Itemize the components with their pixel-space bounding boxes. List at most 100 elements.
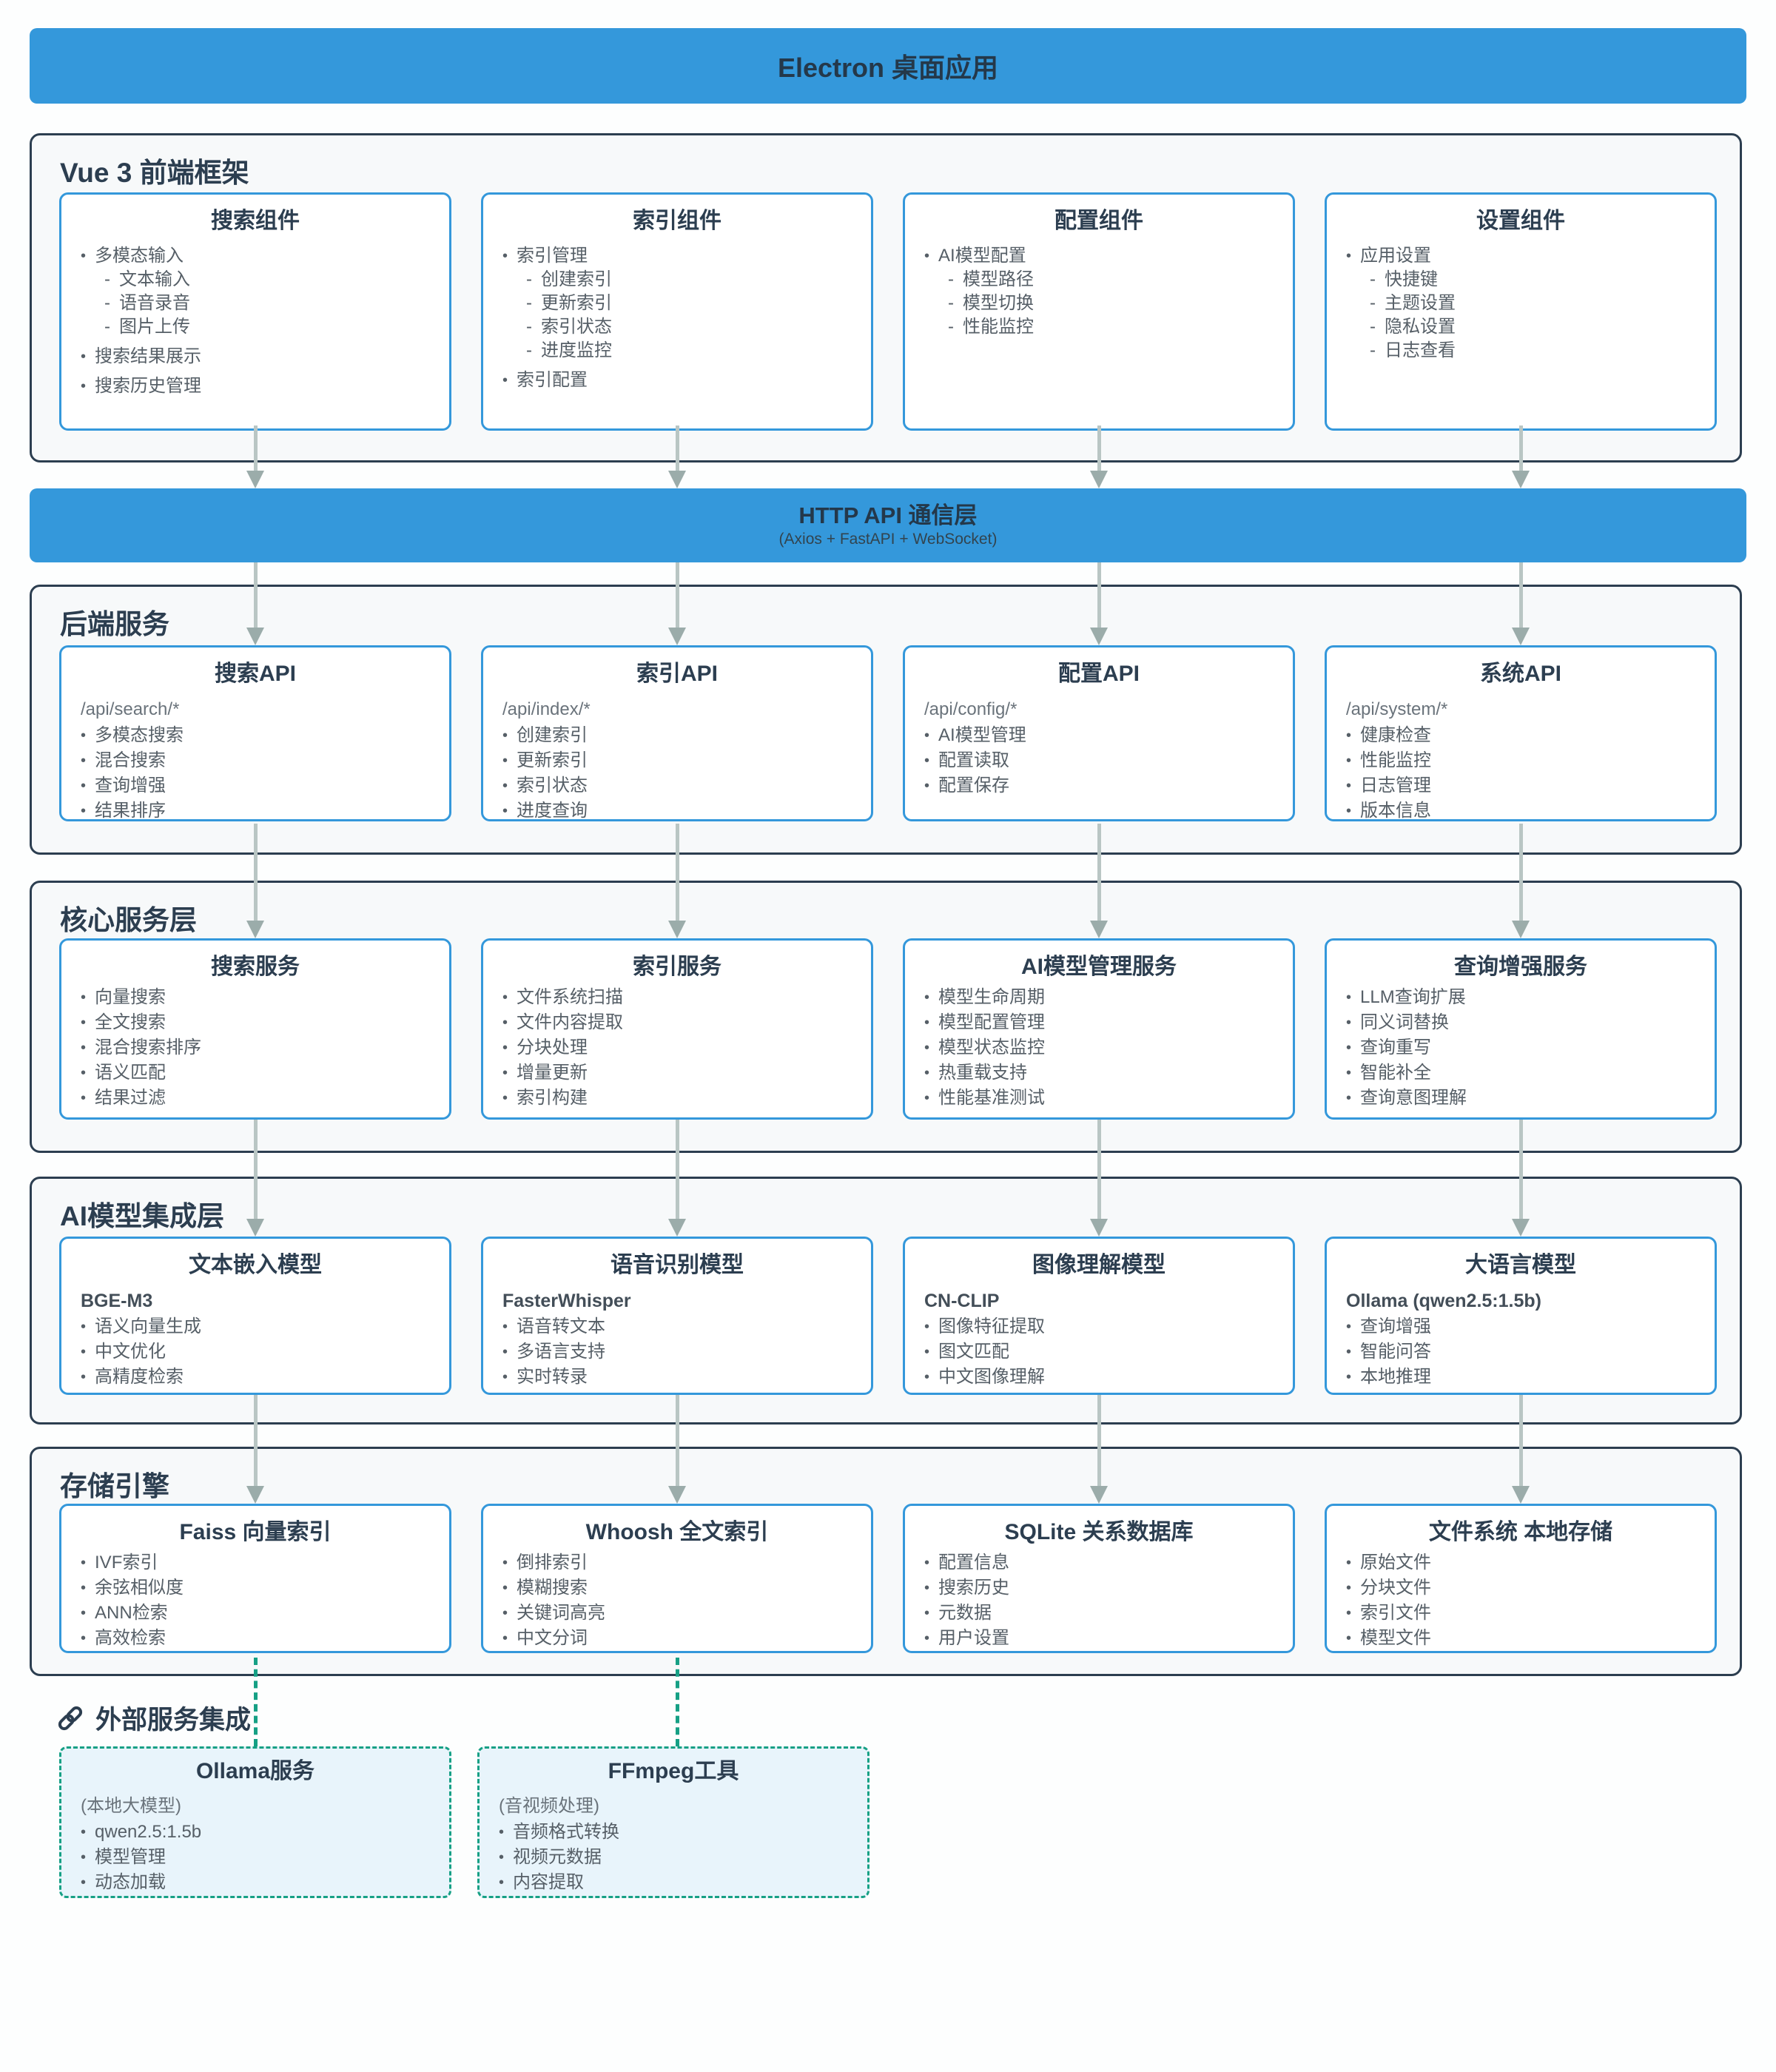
card-item: • 本地推理 <box>1346 1366 1695 1388</box>
card-item-text: 余弦相似度 <box>95 1578 184 1598</box>
arrowhead-down-icon <box>668 1219 686 1237</box>
bullet-marker: • <box>81 1824 87 1840</box>
card-title: 系统API <box>1479 662 1561 686</box>
layer-card: 设置组件•应用设置-快捷键-主题设置-隐私设置-日志查看 <box>1325 192 1717 431</box>
arrowhead-down-icon <box>1090 1486 1108 1504</box>
dashed-connector <box>253 1658 258 1746</box>
card-model-name: FasterWhisper <box>502 1291 631 1311</box>
bullet-marker: • <box>1346 1065 1352 1081</box>
card-title: 索引服务 <box>633 955 722 979</box>
card-item-text: 索引状态 <box>517 776 588 796</box>
arrowhead-down-icon <box>1512 628 1530 645</box>
card-item: •用户设置 <box>924 1627 1274 1649</box>
card-item: •语音转文本 <box>502 1316 852 1338</box>
card-item: -创建索引 <box>502 269 852 291</box>
card-item-text: 性能监控 <box>1360 750 1432 770</box>
card-subtitle: /api/config/* <box>924 699 1018 719</box>
card-item: •视频元数据 <box>499 1846 848 1868</box>
card-item: •健康检查 <box>1346 724 1695 747</box>
card-item: •索引构建 <box>502 1087 852 1109</box>
card-item: •AI模型配置 <box>924 245 1274 267</box>
card-item-text: 中文分词 <box>517 1628 588 1648</box>
card-item: •同义词替换 <box>1346 1012 1695 1034</box>
arrow-shaft <box>1097 824 1101 921</box>
arrowhead-down-icon <box>1512 1219 1530 1237</box>
bullet-marker: • <box>81 1065 87 1081</box>
layer-card: 索引组件•索引管理-创建索引-更新索引-索引状态-进度监控•索引配置 <box>481 192 873 431</box>
arrow-shaft <box>1518 824 1523 921</box>
card-item-text: 本地推理 <box>1360 1367 1432 1387</box>
card-item-text: 文本输入 <box>119 269 190 289</box>
bullet-marker: • <box>81 803 87 819</box>
card-item: •索引文件 <box>1346 1602 1695 1624</box>
bullet-marker: • <box>1346 989 1352 1006</box>
bullet-marker: • <box>1346 1369 1352 1385</box>
card-item-text: 性能监控 <box>963 317 1034 337</box>
arrowhead-down-icon <box>1090 1219 1108 1237</box>
electron-app-banner: Electron 桌面应用 <box>30 28 1746 104</box>
dash-marker: - <box>104 269 110 289</box>
card-item: •查询增强 <box>81 775 430 797</box>
layer-card: 配置组件•AI模型配置-模型路径-模型切换-性能监控 <box>903 192 1295 431</box>
card-title: 搜索服务 <box>211 955 300 979</box>
card-item-text: 图文匹配 <box>938 1342 1010 1362</box>
bullet-marker: • <box>81 1849 87 1866</box>
card-item-text: 索引状态 <box>541 317 612 337</box>
card-item-text: ANN检索 <box>95 1603 168 1623</box>
layer-card: SQLite 关系数据库•配置信息•搜索历史•元数据•用户设置 <box>903 1504 1295 1653</box>
card-item: •音频格式转换 <box>499 1821 848 1843</box>
card-title: Faiss 向量索引 <box>179 1520 332 1544</box>
card-item-text: 快捷键 <box>1385 269 1438 289</box>
bullet-marker: • <box>1346 1090 1352 1106</box>
bullet-marker: • <box>81 1630 87 1646</box>
card-item: •高精度检索 <box>81 1366 430 1388</box>
card-item-text: 结果过滤 <box>95 1088 166 1108</box>
card-item-text: 创建索引 <box>517 725 588 745</box>
card-item: •索引管理 <box>502 245 852 267</box>
card-item-text: 视频元数据 <box>513 1847 602 1867</box>
layer-card: 索引API/api/index/*•创建索引•更新索引•索引状态•进度查询 <box>481 645 873 821</box>
card-item-text: 多模态搜索 <box>95 725 184 745</box>
card-item-text: 动态加载 <box>95 1872 166 1892</box>
flow-arrow-down <box>1090 1120 1108 1237</box>
card-item-text: 查询增强 <box>95 776 166 796</box>
card-title: 图像理解模型 <box>1032 1253 1166 1277</box>
external-services-label-text: 外部服务集成 <box>95 1706 252 1735</box>
card-item-text: 中文图像理解 <box>938 1367 1046 1387</box>
card-subtitle: /api/system/* <box>1346 699 1448 719</box>
card-item: •中文分词 <box>502 1627 852 1649</box>
card-item-text: 索引配置 <box>517 370 588 390</box>
arrowhead-down-icon <box>246 1219 264 1237</box>
card-item-text: 内容提取 <box>513 1872 585 1892</box>
card-title: 配置组件 <box>1054 209 1143 233</box>
layer-card: 索引服务•文件系统扫描•文件内容提取•分块处理•增量更新•索引构建 <box>481 938 873 1120</box>
card-item-text: 搜索历史 <box>938 1578 1010 1598</box>
bullet-marker: • <box>499 1824 505 1840</box>
bullet-marker: • <box>924 1319 930 1335</box>
card-item: -模型路径 <box>924 269 1274 291</box>
dash-marker: - <box>1370 293 1376 313</box>
card-item: •搜索历史管理 <box>81 375 430 397</box>
card-item: -性能监控 <box>924 316 1274 338</box>
bullet-marker: • <box>502 989 508 1006</box>
arrowhead-down-icon <box>1512 1486 1530 1504</box>
bullet-marker: • <box>1346 778 1352 794</box>
bullet-marker: • <box>502 1015 508 1031</box>
bullet-marker: • <box>1346 1605 1352 1621</box>
card-item: •模糊搜索 <box>502 1577 852 1599</box>
bullet-marker: • <box>502 1090 508 1106</box>
dash-marker: - <box>104 293 110 313</box>
card-item-text: 配置保存 <box>938 776 1010 796</box>
card-item-text: 模型生命周期 <box>938 987 1046 1007</box>
arrow-shaft <box>1518 1395 1523 1486</box>
flow-arrow-down <box>246 562 264 645</box>
card-item: •倒排索引 <box>502 1552 852 1574</box>
card-item: •混合搜索排序 <box>81 1037 430 1059</box>
card-item: •模型状态监控 <box>924 1037 1274 1059</box>
arrowhead-down-icon <box>246 1486 264 1504</box>
card-item: •更新索引 <box>502 750 852 772</box>
http-api-subtitle: (Axios + FastAPI + WebSocket) <box>778 531 998 548</box>
card-item: •语义匹配 <box>81 1062 430 1084</box>
card-item-text: 向量搜索 <box>95 987 166 1007</box>
section-label-frontend: Vue 3 前端框架 <box>60 158 249 188</box>
